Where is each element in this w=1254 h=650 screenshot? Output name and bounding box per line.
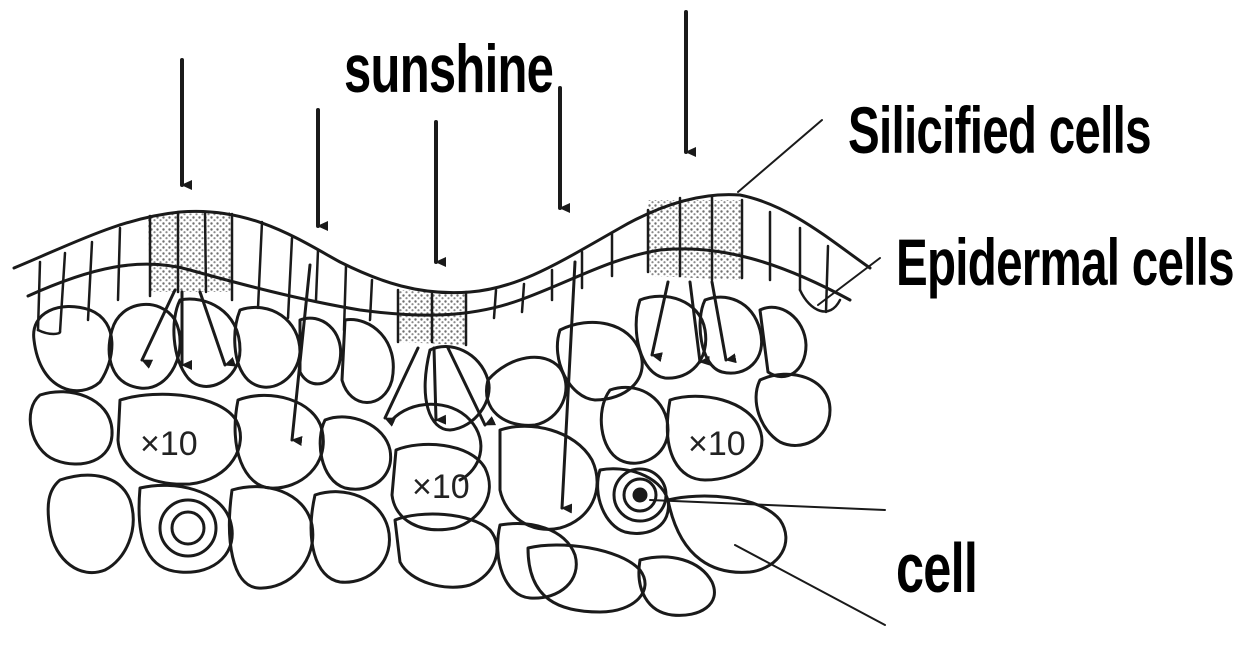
silicified-cells-label: Silicified cells: [848, 92, 1151, 168]
leader-cell-2: [735, 545, 885, 625]
silicified-region-left: [148, 212, 232, 292]
x10-mark-middle: ×10: [412, 468, 470, 506]
x10-mark-left: ×10: [140, 425, 198, 463]
x10-mark-right: ×10: [688, 425, 746, 463]
epidermal-cells-label: Epidermal cells: [896, 224, 1234, 300]
silicified-region-right: [648, 200, 742, 280]
cell-label: cell: [896, 528, 977, 608]
leader-silicified: [738, 120, 822, 192]
sunshine-label: sunshine: [344, 30, 553, 108]
